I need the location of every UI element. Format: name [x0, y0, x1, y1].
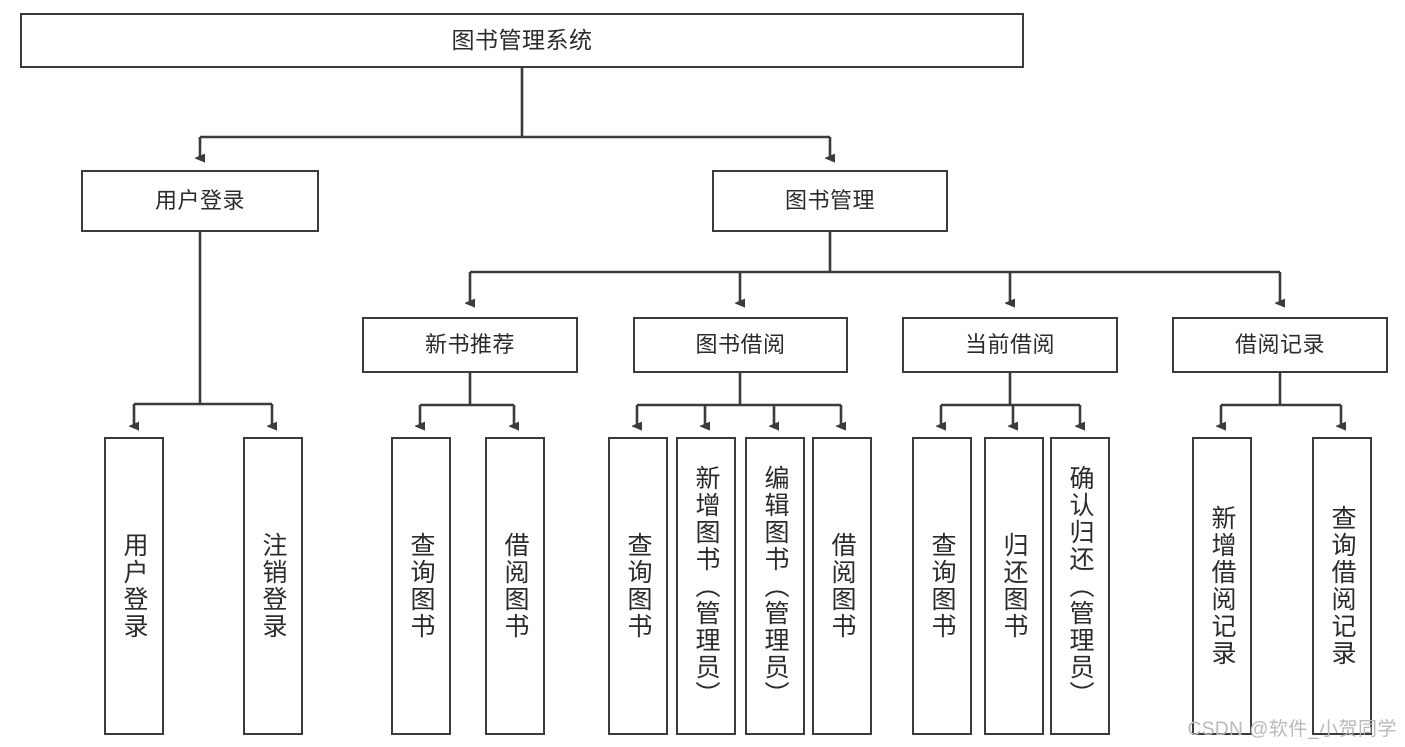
node-root-book-management-system[interactable]: 图书管理系统 — [20, 13, 1024, 68]
node-label: 借阅记录 — [1234, 331, 1325, 357]
node-label: 图书借阅 — [695, 331, 786, 357]
leaf-new-book-borrow-book[interactable]: 借阅图书 — [485, 437, 545, 735]
node-label: 用户登录 — [154, 187, 245, 213]
leaf-book-borrow-add-book-admin[interactable]: 新增图书（管理员） — [676, 437, 736, 735]
node-current-borrow[interactable]: 当前借阅 — [902, 317, 1118, 373]
node-label: 当前借阅 — [964, 331, 1055, 357]
node-book-borrow[interactable]: 图书借阅 — [633, 317, 848, 373]
node-book-management[interactable]: 图书管理 — [712, 170, 948, 232]
node-label: 新增图书（管理员） — [692, 464, 720, 708]
node-new-book-recommend[interactable]: 新书推荐 — [362, 317, 578, 373]
node-label: 编辑图书（管理员） — [761, 464, 789, 708]
leaf-new-book-query-book[interactable]: 查询图书 — [391, 437, 451, 735]
leaf-book-borrow-query-book[interactable]: 查询图书 — [608, 437, 668, 735]
node-label: 图书管理系统 — [451, 26, 593, 53]
node-label: 查询图书 — [928, 532, 956, 640]
node-label: 查询借阅记录 — [1328, 505, 1356, 667]
csdn-watermark: CSDN @软件_小贺同学 — [1187, 719, 1397, 740]
node-label: 借阅图书 — [828, 532, 856, 640]
node-label: 图书管理 — [784, 187, 875, 213]
node-label: 借阅图书 — [501, 532, 529, 640]
leaf-user-login-logout[interactable]: 注销登录 — [243, 437, 303, 735]
leaf-current-borrow-return-book[interactable]: 归还图书 — [984, 437, 1044, 735]
node-borrow-record[interactable]: 借阅记录 — [1172, 317, 1388, 373]
leaf-borrow-record-add-record[interactable]: 新增借阅记录 — [1192, 437, 1252, 735]
node-label: 新增借阅记录 — [1208, 505, 1236, 667]
node-label: 确认归还（管理员） — [1066, 464, 1094, 708]
node-label: 新书推荐 — [424, 331, 515, 357]
leaf-borrow-record-query-record[interactable]: 查询借阅记录 — [1312, 437, 1372, 735]
leaf-user-login-login[interactable]: 用户登录 — [104, 437, 164, 735]
node-user-login[interactable]: 用户登录 — [81, 170, 319, 232]
node-label: 用户登录 — [120, 532, 148, 640]
node-label: 查询图书 — [407, 532, 435, 640]
node-label: 注销登录 — [259, 532, 287, 640]
leaf-book-borrow-borrow-book[interactable]: 借阅图书 — [812, 437, 872, 735]
node-label: 查询图书 — [624, 532, 652, 640]
node-label: 归还图书 — [1000, 532, 1028, 640]
leaf-current-borrow-query-book[interactable]: 查询图书 — [912, 437, 972, 735]
leaf-current-borrow-confirm-return-admin[interactable]: 确认归还（管理员） — [1050, 437, 1110, 735]
leaf-book-borrow-edit-book-admin[interactable]: 编辑图书（管理员） — [745, 437, 805, 735]
